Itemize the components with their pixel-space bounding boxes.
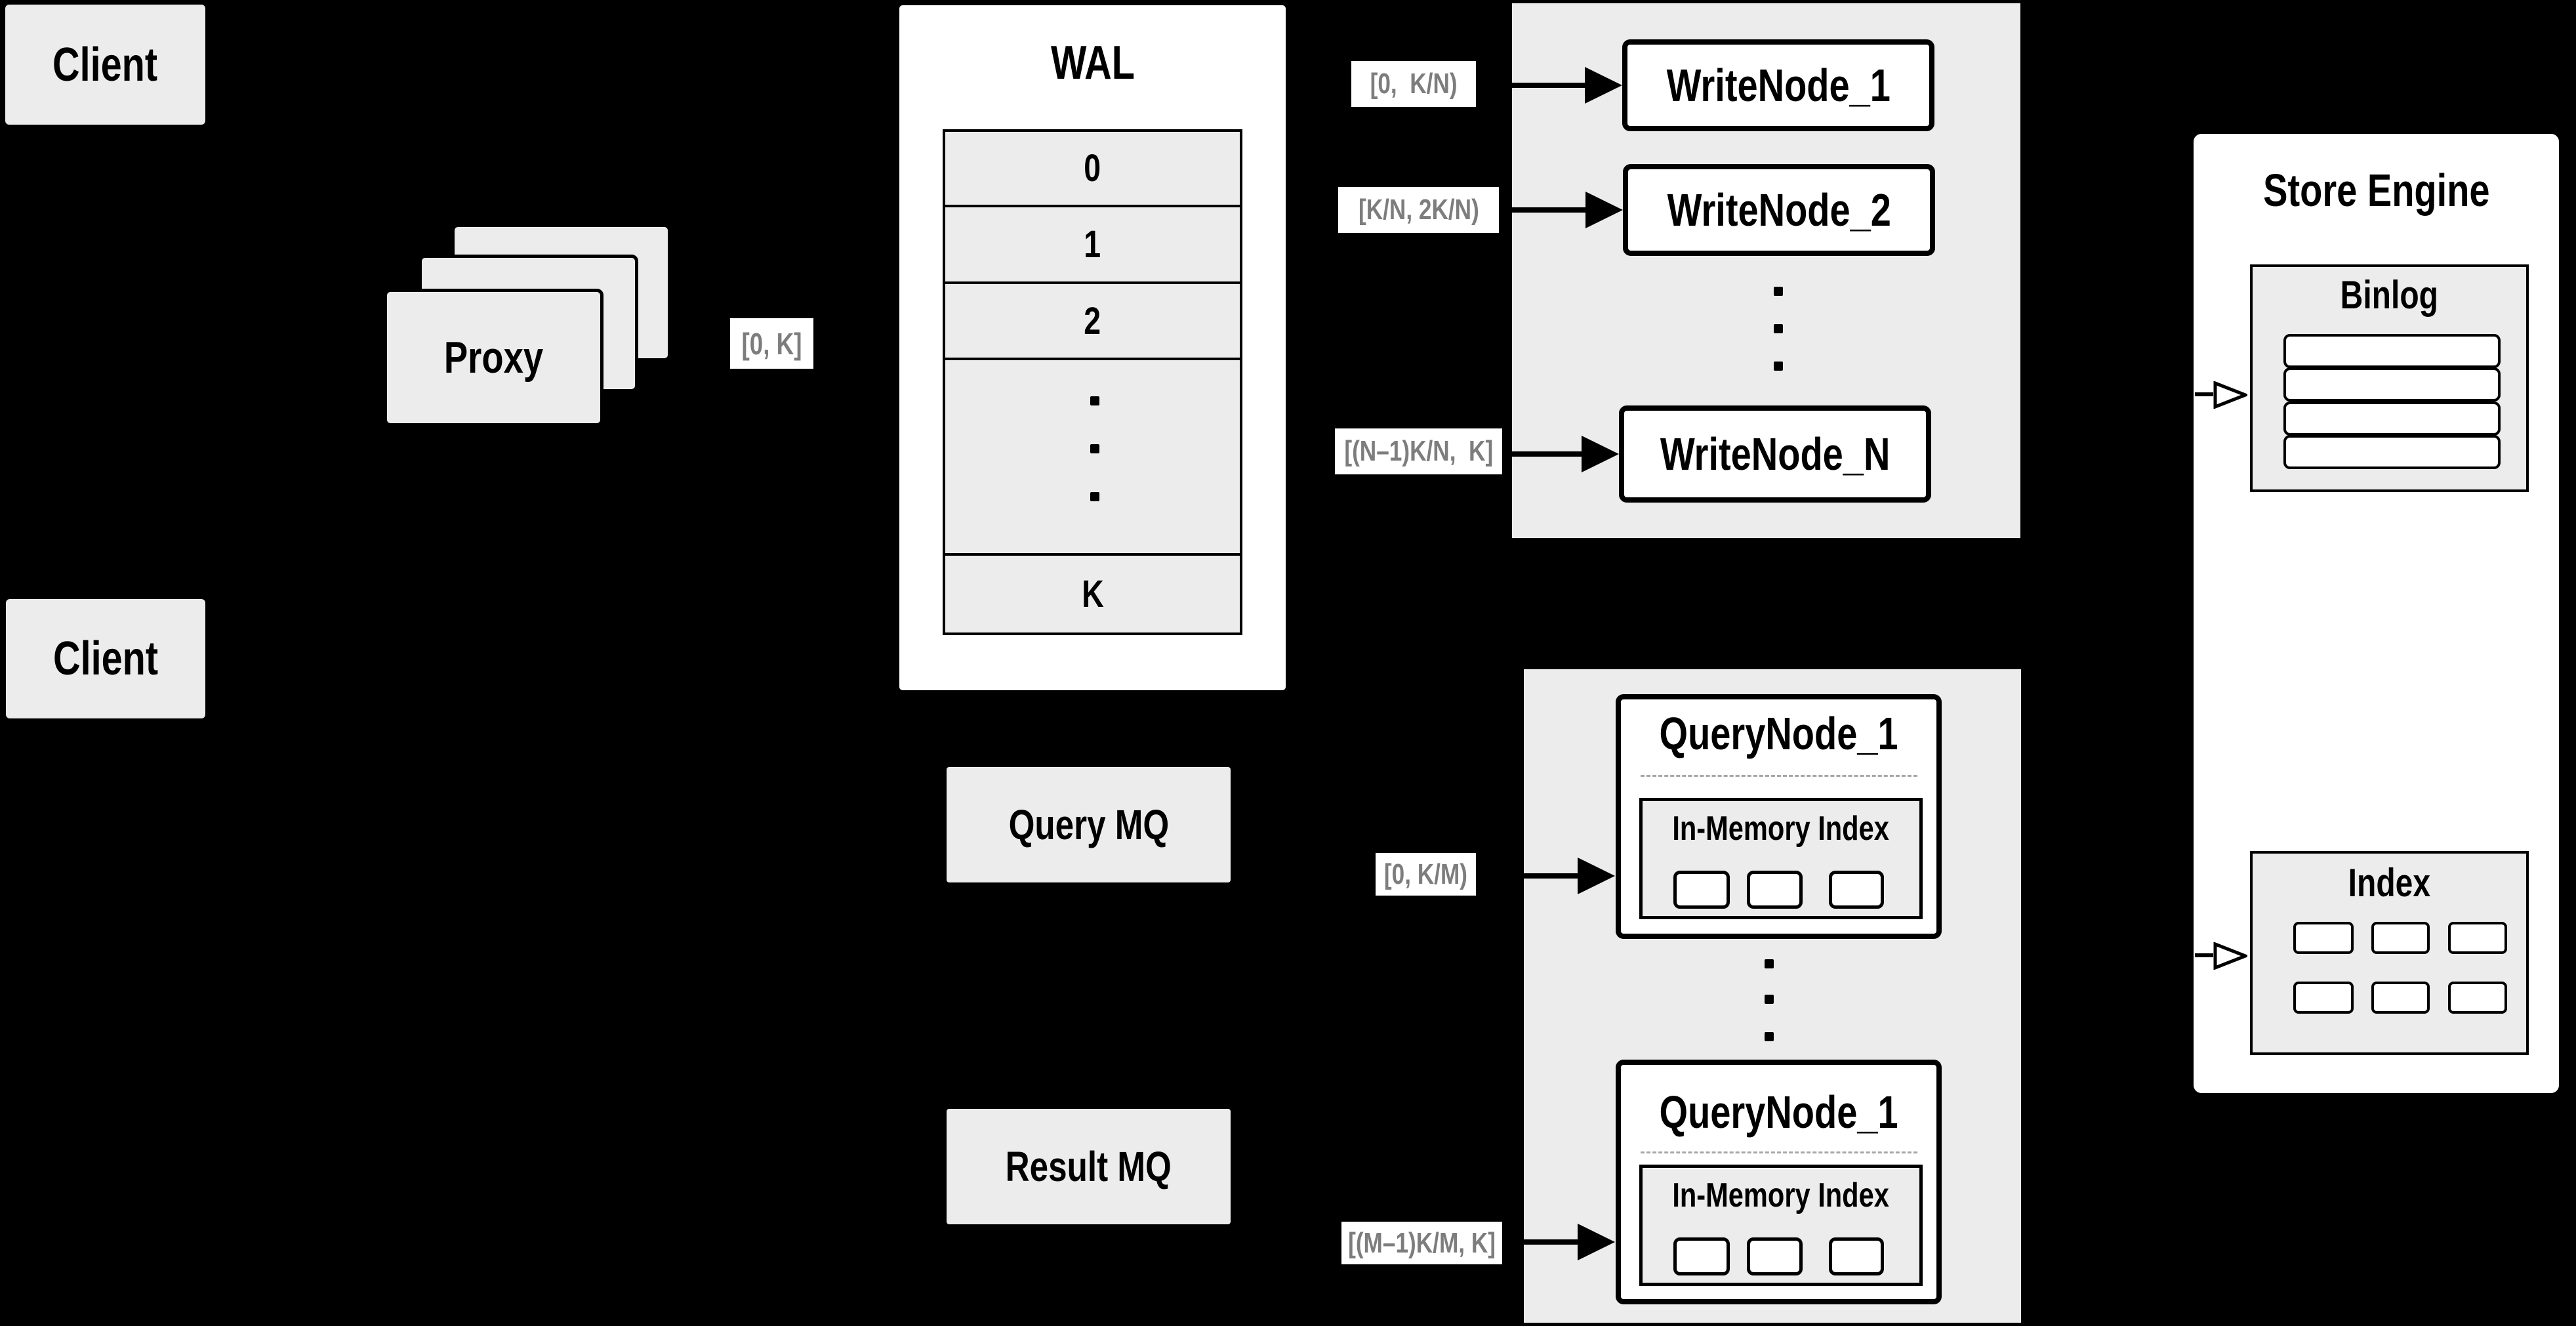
in-memory-index-box: In-Memory Index [1639,1165,1923,1286]
client-bottom-label: Client [52,632,158,685]
hollow-arrow-head-icon [2213,942,2247,970]
binlog-row [2283,402,2501,436]
query-node-bottom: QueryNode_1 In-Memory Index [1616,1060,1942,1304]
arrow-right-icon [1512,83,1585,88]
write-node-n: WriteNode_N [1619,405,1931,503]
query-mq-box: Query MQ [947,767,1231,882]
query-node-top-title: QueryNode_1 [1659,707,1898,759]
in-memory-index-box: In-Memory Index [1639,798,1923,919]
query-node-ellipsis-icon [1765,959,1774,968]
store-engine-panel: Store Engine Binlog Index [2191,131,2562,1096]
segment-box [1673,871,1730,909]
store-engine-title: Store Engine [2262,164,2490,216]
hollow-arrow-right-icon [2195,953,2213,957]
proxy-label: Proxy [443,333,544,383]
index-title: Index [2348,861,2431,905]
wal-panel: WAL 0 1 2 K [897,3,1288,692]
wal-title: WAL [1050,36,1135,89]
proxy-range-label: [0, K] [730,318,813,369]
client-top-label: Client [52,38,158,91]
ellipsis-dots-icon [1090,396,1099,405]
write-node-ellipsis-icon [1774,287,1783,296]
segment-box [1747,871,1803,909]
wal-row-ellipsis [945,358,1240,553]
binlog-title: Binlog [2340,273,2439,317]
wal-table: 0 1 2 K [943,129,1242,635]
write-range-label-n: [(N–1)K/N, K] [1335,428,1502,474]
binlog-row [2283,435,2501,469]
in-memory-index-title: In-Memory Index [1672,810,1890,848]
index-box: Index [2250,851,2529,1055]
write-range-label-2: [K/N, 2K/N) [1338,187,1499,233]
query-node-top: QueryNode_1 In-Memory Index [1616,694,1942,939]
binlog-box: Binlog [2250,264,2529,492]
index-cell [2448,922,2507,954]
write-node-2: WriteNode_2 [1623,164,1935,256]
segment-box [1829,871,1884,909]
binlog-row [2283,334,2501,368]
segment-box [1673,1237,1730,1275]
query-node-bottom-title: QueryNode_1 [1659,1086,1898,1138]
wal-row: 2 [945,281,1240,358]
index-cell [2448,982,2507,1014]
index-cell [2293,982,2354,1014]
query-range-label-1: [0, K/M) [1376,853,1476,896]
write-node-1: WriteNode_1 [1622,39,1934,131]
wal-row: K [945,553,1240,632]
hollow-arrow-right-icon [2195,392,2213,396]
arrow-right-icon [1524,1239,1578,1245]
index-cell [2293,922,2354,954]
segment-box [1747,1237,1803,1275]
arrow-right-icon [1524,873,1578,879]
client-bottom-box: Client [6,599,205,718]
index-cell [2371,922,2430,954]
dashed-divider [1641,1151,1917,1153]
query-range-label-m: [(M–1)K/M, K] [1341,1222,1502,1264]
arrow-right-icon [1512,451,1582,457]
segment-box [1829,1237,1884,1275]
in-memory-index-title: In-Memory Index [1672,1176,1890,1214]
hollow-arrow-head-icon [2213,381,2247,409]
binlog-row [2283,367,2501,402]
write-range-label-1: [0, K/N) [1351,61,1476,107]
index-cell [2371,982,2430,1014]
wal-row: 1 [945,205,1240,281]
dashed-divider [1641,775,1917,777]
result-mq-box: Result MQ [947,1109,1231,1224]
client-top-box: Client [5,5,205,125]
proxy-card-front: Proxy [384,289,603,426]
wal-row: 0 [1084,147,1101,190]
arrow-right-icon [1512,207,1585,213]
